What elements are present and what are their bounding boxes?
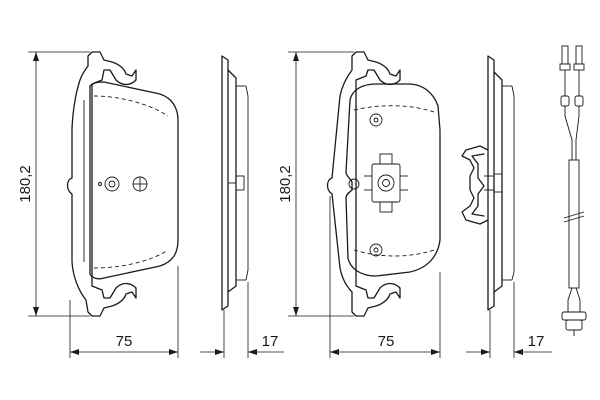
right-width-label: 75 (378, 333, 395, 350)
left-width-label: 75 (116, 333, 133, 350)
right-width-dimension: 75 (329, 196, 441, 358)
left-thickness-dimension: 17 (200, 282, 284, 358)
right-height-dimension: 180,2 (277, 51, 354, 317)
spring-clip (461, 145, 494, 225)
right-pad-front-view (326, 51, 441, 317)
wear-sensor-cable (559, 45, 587, 336)
right-thickness-dimension: 17 (466, 282, 552, 358)
left-thickness-label: 17 (262, 333, 279, 350)
left-height-dimension: 180,2 (17, 51, 90, 317)
right-pad-side-view (487, 55, 515, 311)
left-pad-side-view (221, 55, 249, 311)
left-height-label: 180,2 (17, 165, 34, 203)
right-height-label: 180,2 (277, 165, 294, 203)
left-pad-front-view (66, 51, 179, 317)
right-thickness-label: 17 (528, 333, 545, 350)
left-width-dimension: 75 (69, 266, 179, 358)
